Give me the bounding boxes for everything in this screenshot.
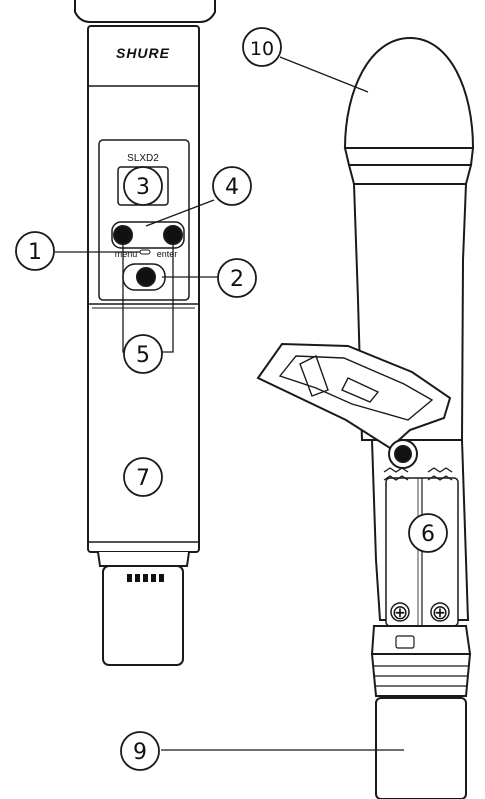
model-label: SLXD2 [127,153,159,164]
battery-plus-right: ⊕ [432,600,449,624]
battery-spring-left [383,467,409,481]
callout-9-circle [120,731,160,771]
callout-7-circle [123,457,163,497]
callout-5-circle [123,334,163,374]
callout-6-circle [408,513,448,553]
enter-button[interactable] [163,225,183,245]
menu-label: menu [115,249,138,259]
top-collar [74,0,216,23]
microphone-side-view [256,36,475,799]
callout-4-circle [212,166,252,206]
callout-4: 4 [225,175,239,200]
cap-contacts [127,574,164,582]
callout-7: 7 [136,466,150,491]
battery-door-latch [299,355,380,403]
callout-9: 9 [133,740,147,765]
battery-terminal-left [390,602,410,622]
grille-band [343,147,475,166]
grille-collar [347,164,473,185]
battery-door-lid [256,342,452,450]
callout-10-circle [242,27,282,67]
battery-terminal-right [430,602,450,622]
battery-door-inner [278,355,434,421]
bottom-cap [102,565,184,666]
callout-numbers: 1 2 3 4 5 6 7 9 10 [28,38,435,765]
enter-label: enter [157,249,178,259]
callouts [15,27,448,771]
mic-grille [343,36,475,149]
battery-spring-right [427,467,453,481]
mic-collar-lower [370,653,472,697]
callout-6: 6 [421,522,435,547]
callout-1: 1 [28,240,42,265]
callout-10: 10 [250,38,274,60]
battery-cup [97,551,190,567]
leader-4 [145,199,215,227]
callout-2-circle [217,258,257,298]
brand-logo: SHURE [116,45,170,61]
door-hinge-pin [394,445,412,463]
mic-bottom-collar [370,625,472,655]
callout-2: 2 [230,267,244,292]
leader-10 [279,56,369,93]
status-led [139,249,151,255]
leader-lines [55,56,404,751]
power-switch[interactable] [136,267,156,287]
callout-5: 5 [136,343,150,368]
menu-button[interactable] [113,225,133,245]
callout-3: 3 [136,175,150,200]
callout-3-circle [123,166,163,206]
collar-latch [395,635,415,649]
battery-plus-left: ⊕ [392,600,409,624]
mic-bottom-cap [375,697,467,799]
transmitter-front-view [74,0,216,666]
callout-1-circle [15,231,55,271]
